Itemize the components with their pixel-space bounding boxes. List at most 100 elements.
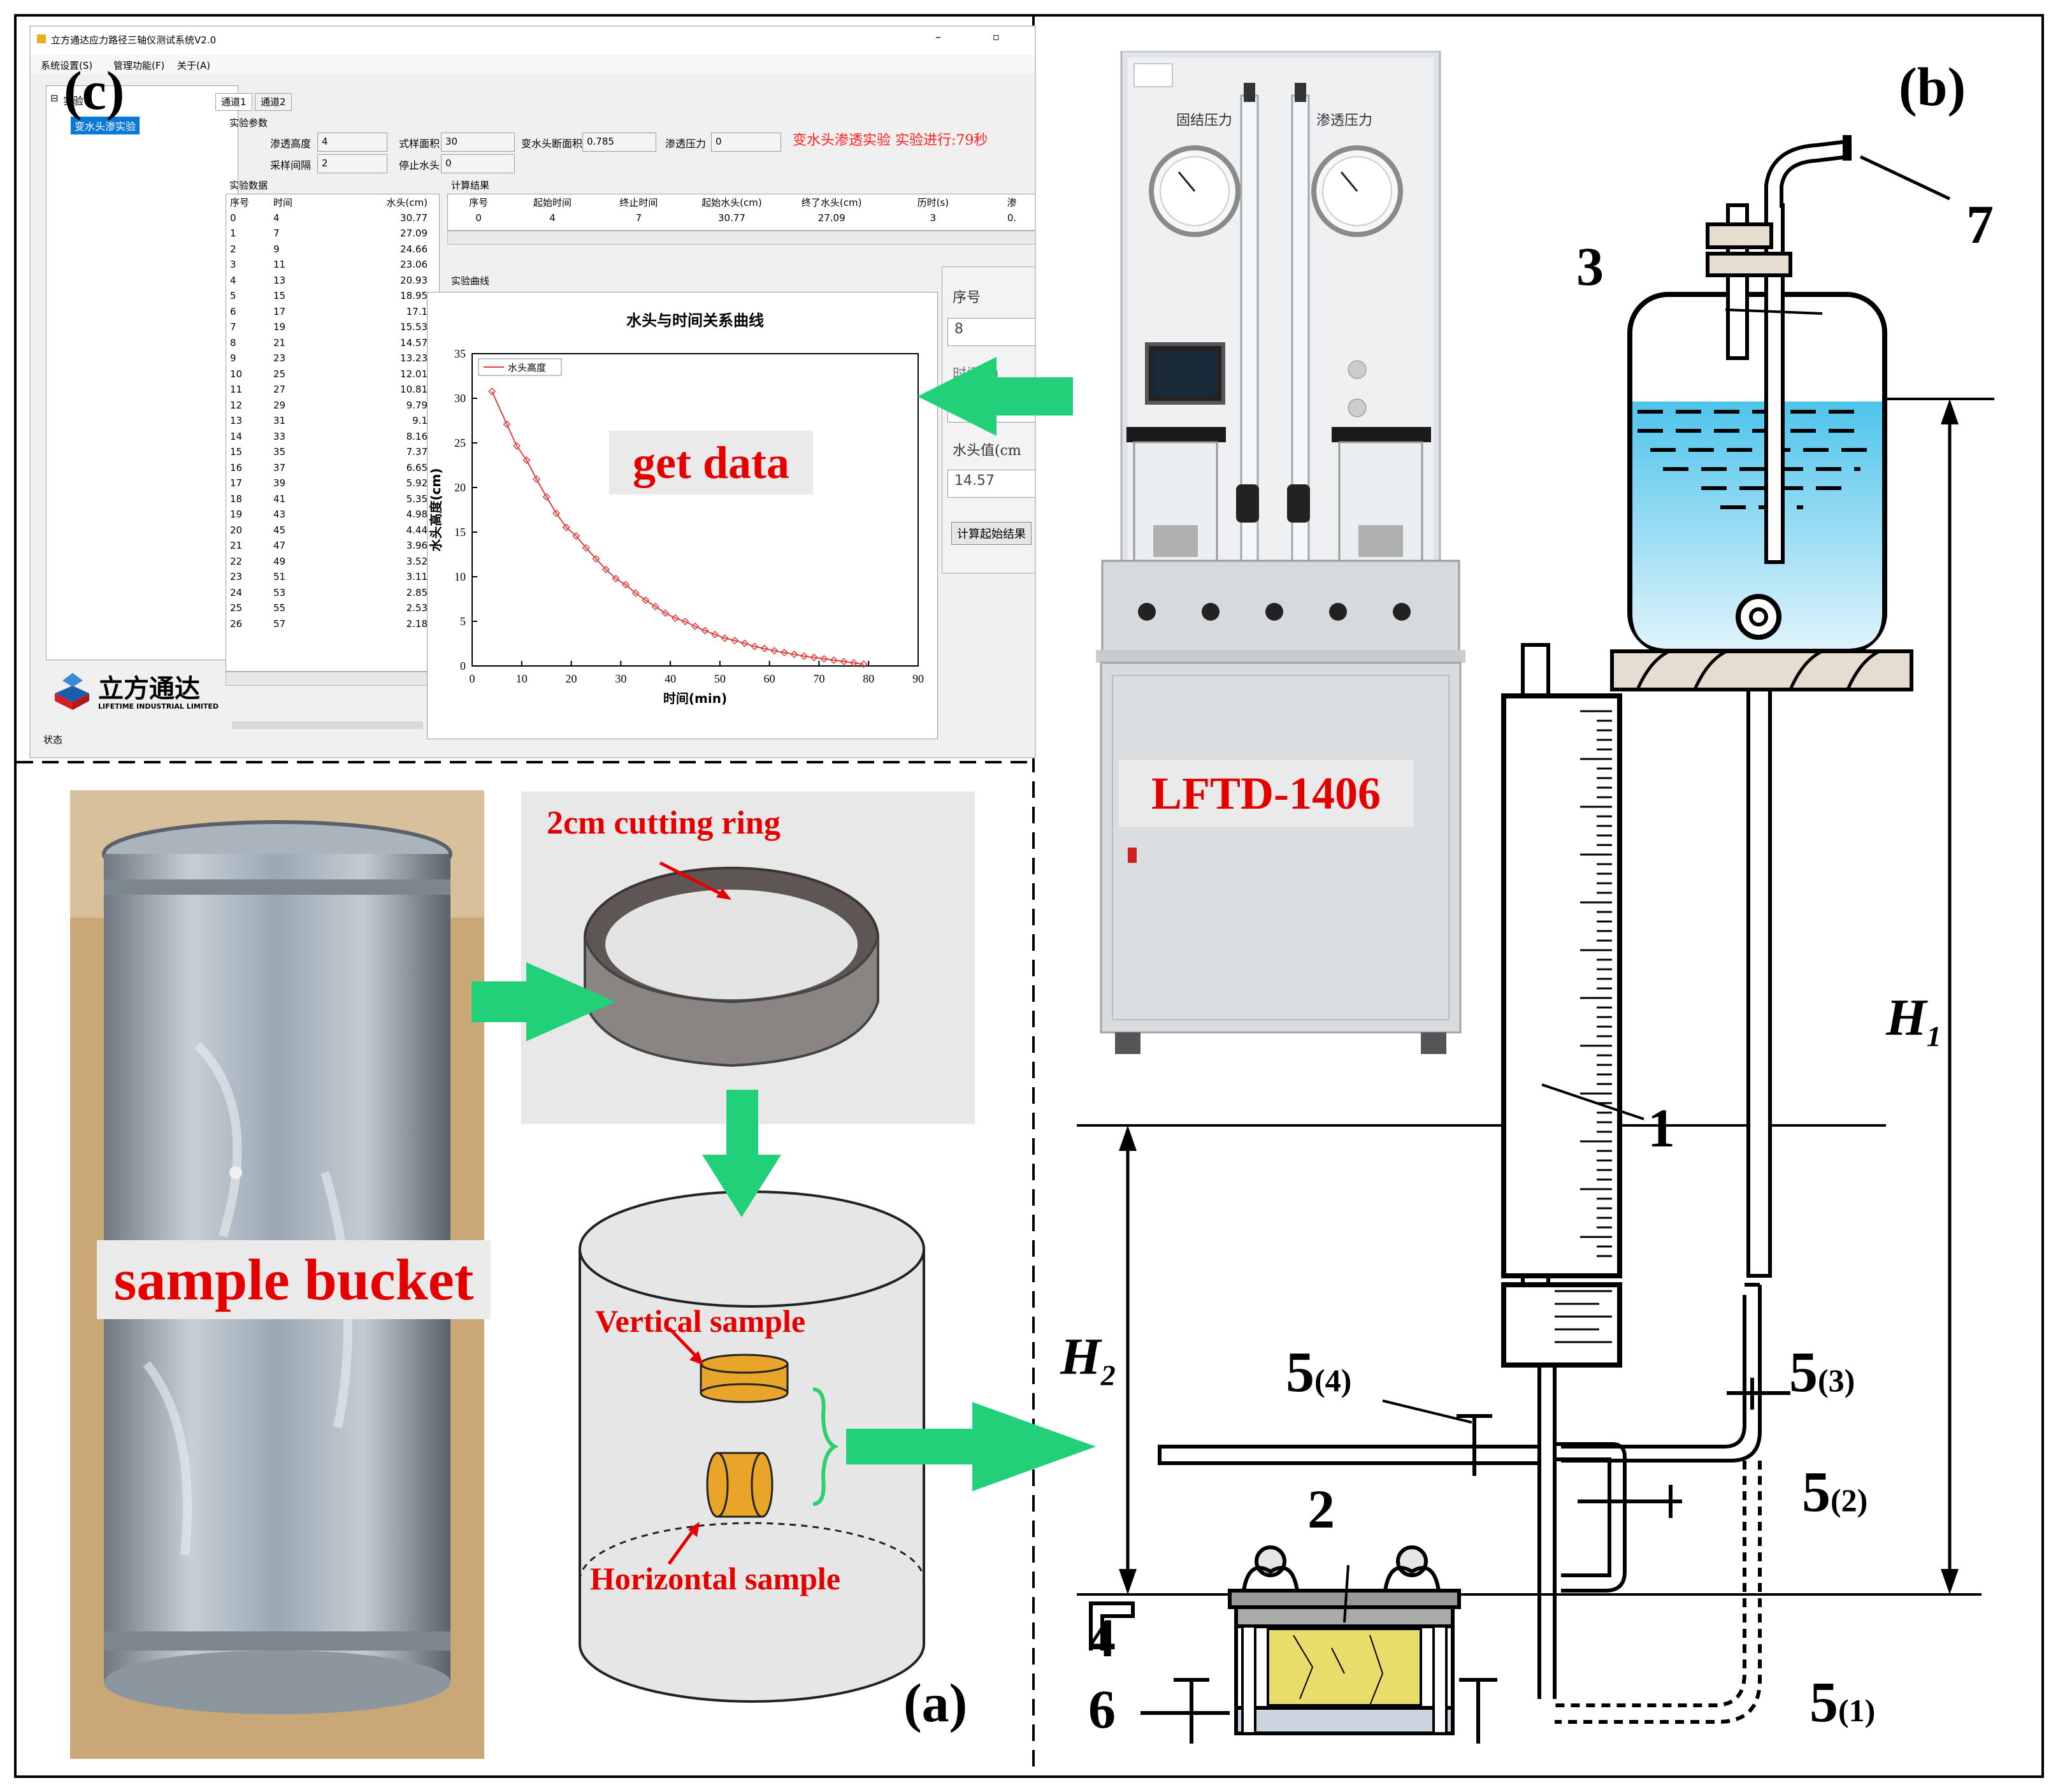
arrow-ring-to-sample [702, 1090, 781, 1217]
tree-expand-icon[interactable]: ⊟ [50, 92, 59, 104]
valve-label-2-num: 5 [1802, 1461, 1831, 1524]
data-point [582, 544, 590, 552]
tab-channel-1[interactable]: 通道1 [215, 93, 252, 111]
result-col-header: 序号 [469, 196, 489, 208]
tree-node-selected[interactable]: 变水头渗实验 [71, 117, 140, 134]
field-label-section: 变水头断面积 [521, 138, 583, 150]
minimize-icon[interactable]: – [935, 31, 941, 44]
model-caption: LFTD-1406 [1119, 760, 1413, 827]
label-h1: H1 [1886, 988, 1941, 1053]
field-pressure[interactable]: 0 [711, 133, 781, 152]
cell-time: 29 [273, 399, 286, 411]
cell-seq: 14 [230, 430, 243, 442]
data-point [572, 531, 580, 540]
cell-seq: 16 [230, 461, 243, 473]
field-stop-head[interactable]: 0 [441, 154, 515, 173]
result-col-header: 渗 [1007, 196, 1017, 208]
result-cell: 0 [475, 212, 482, 224]
menu-about[interactable]: 关于(A) [177, 60, 210, 71]
cell-head: 6.65 [406, 461, 428, 473]
result-cell: 3 [930, 212, 937, 224]
side-head-field[interactable]: 14.57 [947, 470, 1035, 498]
cell-seq: 8 [230, 336, 236, 349]
data-point [849, 659, 858, 667]
calc-start-button[interactable]: 计算起始结果 [951, 522, 1032, 545]
cell-head: 9.1 [412, 415, 428, 427]
tree-root[interactable]: 实验 [63, 95, 84, 107]
field-label-area: 式样面积 [399, 138, 440, 150]
cell-time: 15 [273, 290, 286, 302]
y-tick-label: 35 [454, 347, 466, 360]
curve-group-label: 实验曲线 [451, 275, 490, 287]
menu-system[interactable]: 系统设置(S) [41, 60, 93, 71]
data-point [661, 609, 670, 618]
field-area[interactable]: 30 [441, 133, 515, 152]
field-section[interactable]: 0.785 [582, 133, 656, 152]
data-point [810, 653, 818, 661]
logo-mark-icon [55, 673, 89, 710]
cell-seq: 11 [230, 384, 243, 396]
logo-text-en: LIFETIME INDUSTRIAL LIMITED [98, 702, 219, 711]
menu-manage[interactable]: 管理功能(F) [113, 60, 165, 71]
cell-head: 13.23 [400, 352, 428, 365]
data-point [522, 456, 531, 465]
cell-seq: 3 [230, 259, 236, 271]
cell-time: 17 [273, 305, 286, 317]
title-bar: 立方通达应力路径三轴仪测试系统V2.0 – ▫ [31, 27, 1035, 55]
field-interval[interactable]: 2 [317, 154, 387, 173]
cell-head: 5.35 [406, 493, 428, 505]
result-scrollbar[interactable] [447, 231, 1035, 245]
main-scrollbar[interactable] [232, 721, 423, 729]
label-h2-letter: H [1060, 1327, 1101, 1385]
app-icon [37, 34, 46, 43]
data-point [770, 647, 779, 655]
cell-head: 12.01 [400, 368, 428, 380]
cell-seq: 24 [230, 586, 243, 598]
side-seq-field[interactable]: 8 [947, 318, 1035, 346]
cell-head: 27.09 [400, 228, 428, 240]
x-tick-label: 60 [764, 672, 775, 685]
label-6: 6 [1088, 1679, 1116, 1740]
result-col-header: 起始水头(cm) [702, 196, 762, 208]
experiment-status: 变水头渗透实验 实验进行:79秒 [793, 133, 988, 148]
tab-channel-2[interactable]: 通道2 [255, 93, 292, 111]
label-4: 4 [1088, 1607, 1116, 1668]
cell-head: 4.44 [406, 524, 428, 536]
data-point [542, 493, 550, 501]
cell-seq: 18 [230, 493, 243, 505]
horizontal-sample-label: Horizontal sample [590, 1561, 841, 1596]
result-group-label: 计算结果 [451, 180, 490, 191]
data-point [780, 648, 789, 657]
maximize-icon[interactable]: ▫ [993, 31, 1000, 43]
field-height[interactable]: 4 [317, 133, 387, 152]
